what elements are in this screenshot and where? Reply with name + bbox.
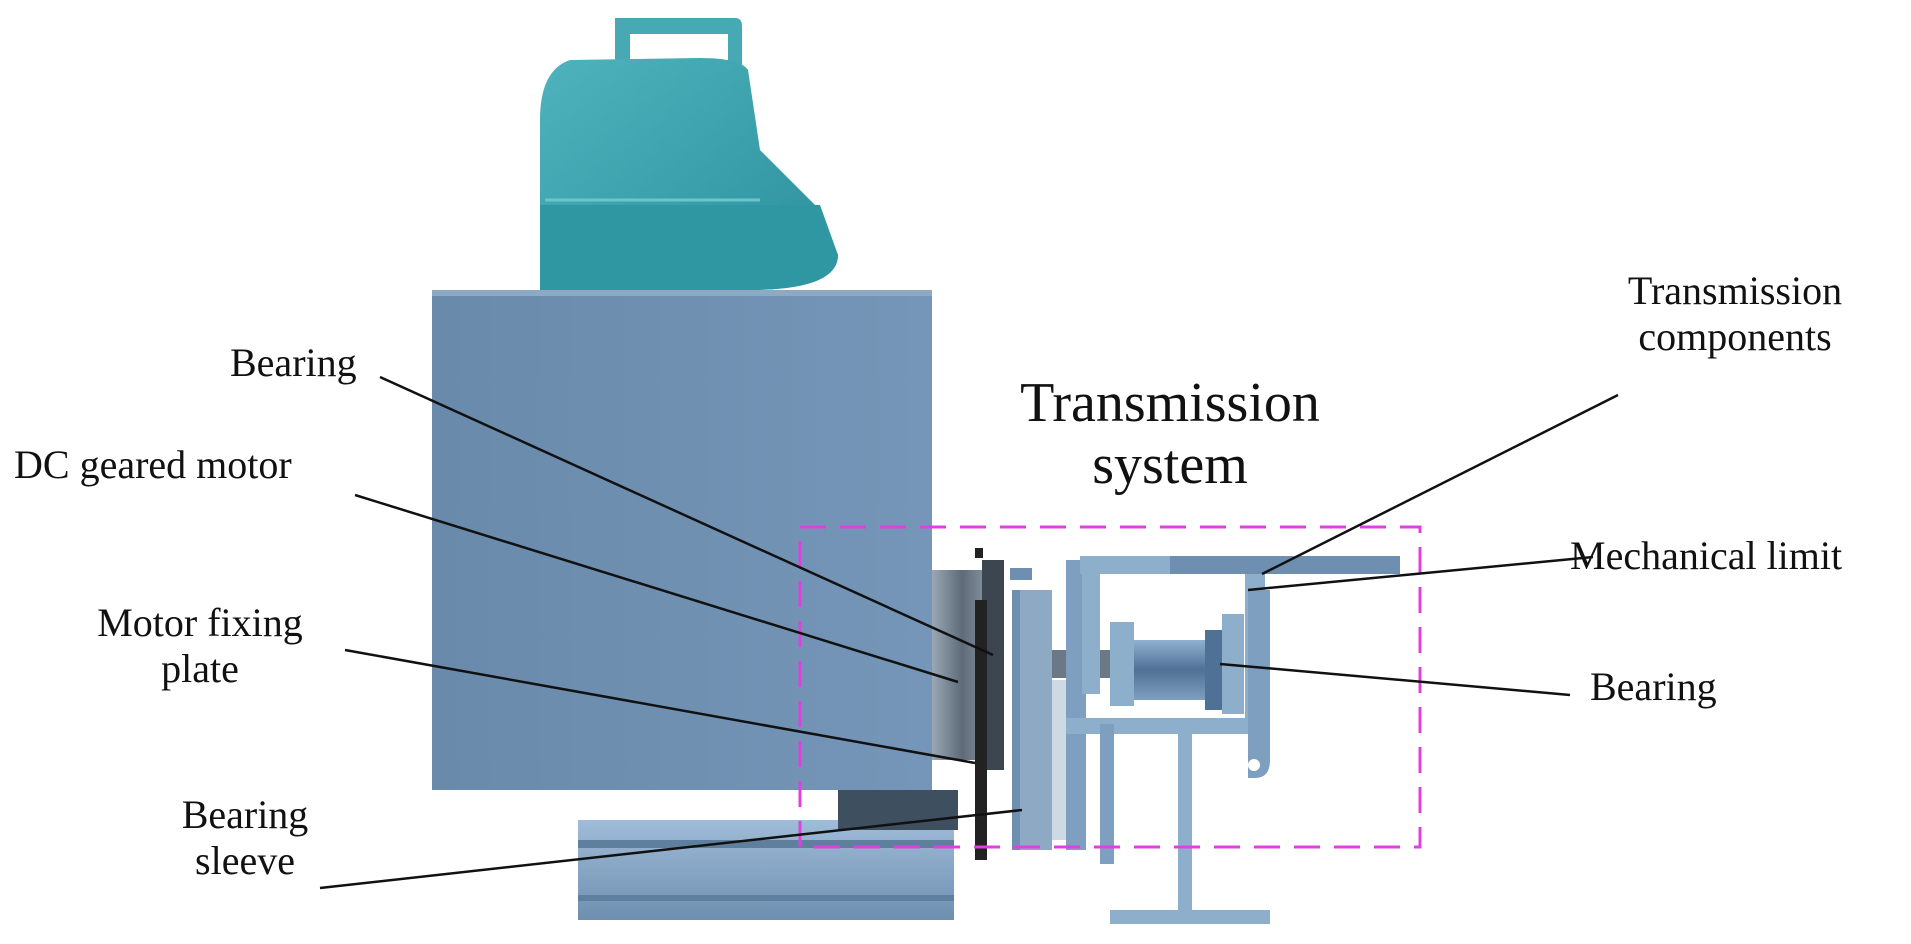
label-dc-geared-motor: DC geared motor (14, 442, 292, 487)
transmission-frame (1066, 556, 1400, 924)
leader-mech-limit (1247, 555, 1594, 592)
label-bearing-sleeve-line1: Bearing (181, 792, 309, 837)
main-body-block (432, 290, 932, 790)
leader-bearing-sleeve (319, 808, 1023, 890)
title-line1: Transmission (1020, 372, 1320, 434)
label-bearing-right: Bearing (1590, 664, 1717, 709)
leader-motor-plate (344, 648, 976, 765)
title-line2: system (1092, 434, 1248, 496)
title-transmission-system: Transmission system (960, 372, 1380, 496)
teal-handle-part (540, 18, 838, 290)
leader-bearing-right (1219, 662, 1571, 697)
leader-bearing-left (379, 375, 994, 657)
label-motor-fixing-plate-line1: Motor fixing (97, 600, 303, 645)
label-bearing-left: Bearing (230, 340, 357, 385)
label-motor-fixing-plate-line2: plate (161, 646, 239, 691)
leader-dc-motor (354, 493, 959, 684)
label-bearing-sleeve: Bearing sleeve (150, 792, 340, 884)
leader-trans-comp (1261, 393, 1619, 576)
label-transmission-components: Transmission components (1580, 268, 1890, 360)
label-mechanical-limit: Mechanical limit (1570, 533, 1843, 578)
leader-lines (319, 375, 1619, 890)
label-trans-comp-line1: Transmission (1627, 268, 1843, 313)
transmission-system-box (798, 525, 1422, 849)
base-rail (578, 790, 958, 920)
label-bearing-sleeve-line2: sleeve (195, 838, 295, 883)
label-trans-comp-line2: components (1638, 314, 1832, 359)
label-motor-fixing-plate: Motor fixing plate (70, 600, 330, 692)
transmission-components (1110, 614, 1244, 714)
